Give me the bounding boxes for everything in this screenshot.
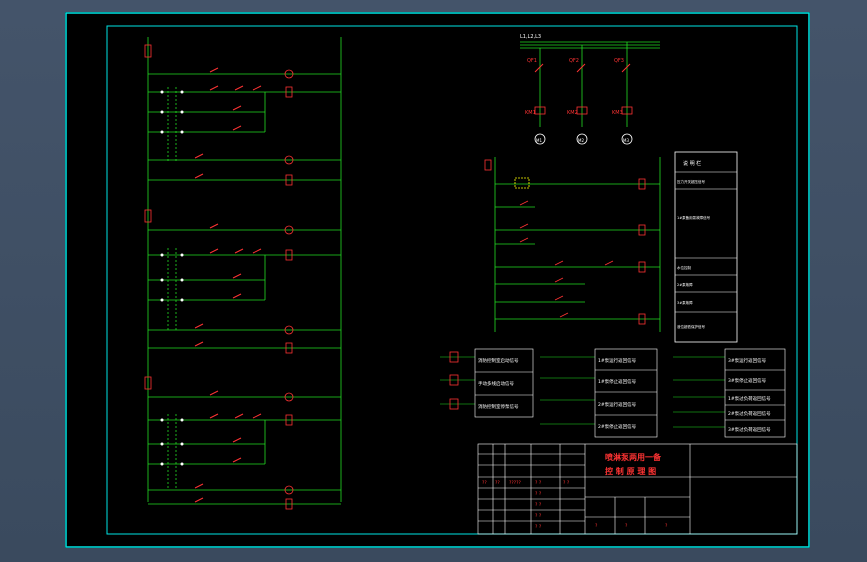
drawing-sheet: L1,L2,L3: [65, 12, 810, 548]
sig-right-4: 2#泵过负荷返回信号: [728, 410, 771, 417]
sig-mid-2: 1#泵停止返回信号: [598, 378, 637, 385]
km2-label: KM2: [567, 110, 578, 116]
right-legend-table: 说 明 栏 压力开关超压信号 1#泵备用泵故障信号 水位控制 2#泵故障 3#泵…: [674, 151, 738, 343]
sig-mid-3: 2#泵运行返回信号: [598, 401, 637, 408]
sig-right-2: 3#泵停止返回信号: [728, 377, 767, 384]
inner-border: [106, 25, 798, 535]
junction-dots: [160, 90, 184, 466]
signal-block-mid: 1#泵运行返回信号 1#泵停止返回信号 2#泵运行返回信号 2#泵停止返回信号: [540, 348, 658, 438]
title-cell-9: ?: [595, 523, 598, 529]
m3-label: M3: [623, 138, 629, 143]
title-line-2: 控 制 原 理 图: [605, 466, 656, 476]
legend-row-4: 2#泵故障: [677, 282, 693, 287]
signal-block-left: 消防控制室启动信号 手动多线启动信号 消防控制室停泵信号: [440, 348, 534, 418]
power-label: L1,L2,L3: [520, 34, 541, 40]
signal-block-right: 3#泵运行返回信号 3#泵停止返回信号 1#泵过负荷返回信号 2#泵过负荷返回信…: [673, 348, 786, 438]
title-cell-8: ? ?: [535, 524, 542, 530]
legend-header: 说 明 栏: [683, 160, 701, 167]
legend-row-6: 液位超低保护信号: [677, 324, 705, 329]
sig-mid-4: 2#泵停止返回信号: [598, 423, 637, 430]
sig-right-5: 3#泵过负荷返回信号: [728, 426, 771, 433]
legend-row-2: 1#泵备用泵故障信号: [677, 215, 711, 220]
sig-left-1: 消防控制室启动信号: [478, 357, 519, 364]
title-cell-0: ??: [482, 480, 487, 486]
title-cell-6: ? ?: [535, 502, 542, 508]
m1-label: M1: [536, 138, 542, 143]
title-cell-10: ?: [625, 523, 628, 529]
outer-border: [65, 12, 810, 548]
sig-left-2: 手动多线启动信号: [478, 380, 514, 387]
km3-label: KM3: [612, 110, 623, 116]
aux-components: [484, 159, 646, 325]
km1-label: KM1: [525, 110, 536, 116]
title-cell-11: ?: [665, 523, 668, 529]
m2-label: M2: [578, 138, 584, 143]
left-circuits: [147, 37, 342, 505]
aux-circuit: [494, 157, 661, 332]
qf2-label: QF2: [569, 58, 579, 64]
title-cell-7: ? ?: [535, 513, 542, 519]
power-circuit: L1,L2,L3: [520, 34, 660, 145]
qf1-label: QF1: [527, 58, 537, 64]
qf3-label: QF3: [614, 58, 624, 64]
sig-right-3: 1#泵过负荷返回信号: [728, 395, 771, 402]
sig-left-3: 消防控制室停泵信号: [478, 403, 519, 410]
sig-right-1: 3#泵运行返回信号: [728, 357, 767, 364]
legend-row-3: 水位控制: [677, 265, 691, 270]
legend-row-5: 3#泵故障: [677, 300, 693, 305]
sig-mid-1: 1#泵运行返回信号: [598, 357, 637, 364]
left-loads: [284, 69, 294, 510]
title-cell-2: ?????: [509, 480, 522, 486]
contacts: [194, 67, 262, 503]
title-cell-4: ? ?: [563, 480, 570, 486]
schematic-svg: L1,L2,L3: [65, 12, 810, 548]
title-cell-3: ? ?: [535, 480, 542, 486]
title-cell-5: ? ?: [535, 491, 542, 497]
title-cells: ?? ?? ????? ? ? ? ? ? ? ? ? ? ? ? ? ? ? …: [482, 480, 668, 530]
title-cell-1: ??: [495, 480, 500, 486]
legend-row-1: 压力开关超压信号: [677, 179, 705, 184]
title-line-1: 喷淋泵两用一备: [605, 452, 662, 462]
title-block: [477, 443, 798, 535]
left-fuses: [144, 44, 152, 390]
